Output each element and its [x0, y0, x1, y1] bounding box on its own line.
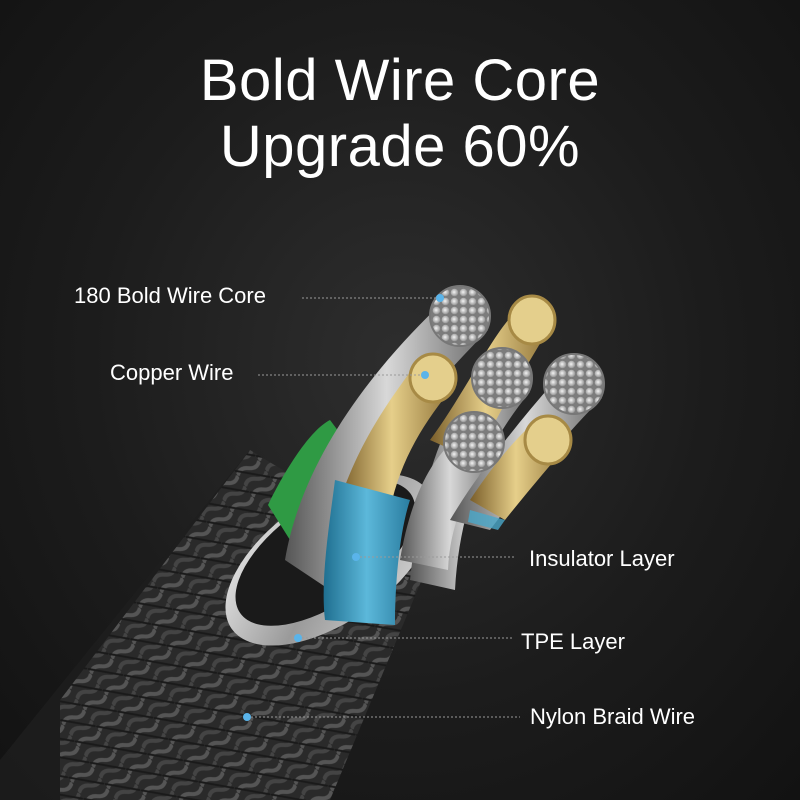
callout-leaders	[247, 297, 520, 718]
headline-line-1: Bold Wire Core	[199, 48, 601, 113]
callout-label-wire-core: 180 Bold Wire Core	[74, 283, 266, 308]
callout-dot-insulator	[352, 553, 360, 561]
headline-line-2: Upgrade 60%	[219, 114, 581, 179]
callout-dot-braid	[243, 713, 251, 721]
blue-insulator	[323, 480, 410, 625]
callout-label-nylon-braid: Nylon Braid Wire	[530, 704, 696, 729]
callout-dots	[243, 294, 444, 721]
callout-dot-copper	[421, 371, 429, 379]
callout-dot-wire-core	[436, 294, 444, 302]
headline: Bold Wire Core Upgrade 60%	[0, 48, 800, 180]
callout-label-tpe-layer: TPE Layer	[521, 629, 625, 654]
callout-label-copper-wire: Copper Wire	[110, 360, 234, 385]
conductor-end-faces	[408, 285, 605, 473]
callout-dot-tpe	[294, 634, 302, 642]
callout-label-insulator-layer: Insulator Layer	[529, 546, 675, 571]
